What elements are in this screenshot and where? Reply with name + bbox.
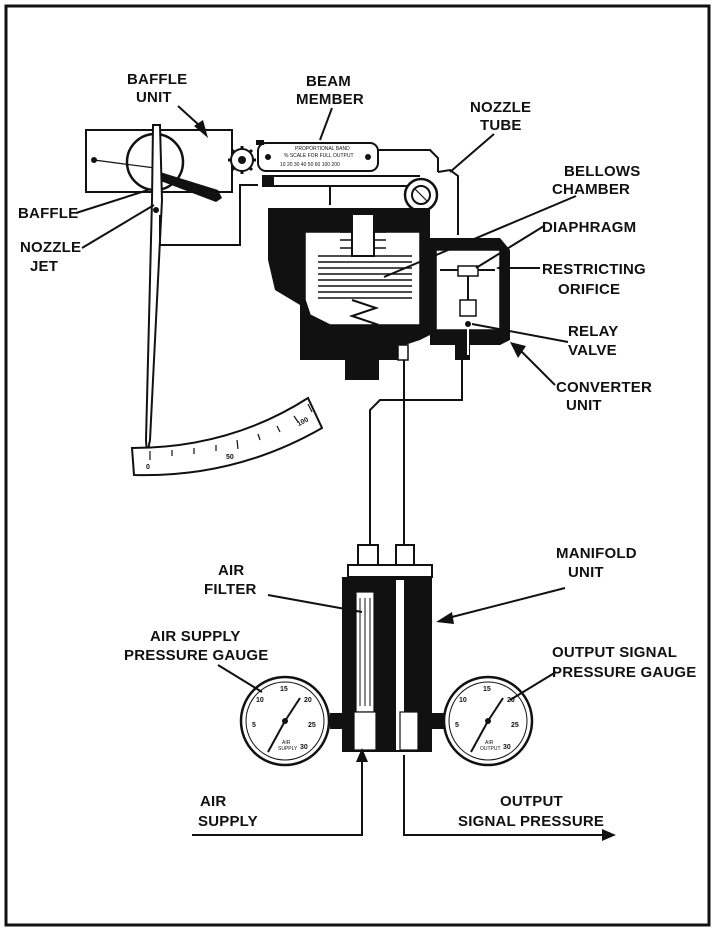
label-baffle-unit-1: BAFFLE xyxy=(127,71,187,88)
label-diaphragm: DIAPHRAGM xyxy=(542,219,636,236)
converter-unit xyxy=(430,238,510,360)
label-converter-unit-1: CONVERTER xyxy=(556,379,652,396)
nozzle-tube-line xyxy=(437,168,459,235)
output-signal-gauge: 5 10 15 20 25 30 AIR OUTPUT xyxy=(432,675,534,767)
label-baffle: BAFFLE xyxy=(18,205,78,222)
label-air-filter-1: AIR xyxy=(218,562,244,579)
label-beam-member-2: MEMBER xyxy=(296,91,364,108)
supply-tick-15: 15 xyxy=(280,686,288,693)
label-relay-valve-1: RELAY xyxy=(568,323,618,340)
supply-tick-20: 20 xyxy=(304,697,312,704)
label-nozzle-jet-1: NOZZLE xyxy=(20,239,81,256)
bellows-housing xyxy=(268,208,430,380)
output-face-line1: AIR xyxy=(485,740,494,746)
supply-face-line1: AIR xyxy=(282,740,291,746)
label-restricting-orifice-2: ORIFICE xyxy=(558,281,620,298)
leader-lines xyxy=(75,105,577,701)
beam-plate-scale: 10 20 30 40 50 60 100 200 xyxy=(280,162,340,168)
frame-border xyxy=(4,4,711,927)
output-face-line2: OUTPUT xyxy=(480,746,501,752)
beam-member: PROPORTIONAL BAND % SCALE FOR FULL OUTPU… xyxy=(256,140,439,213)
label-air-supply-2: SUPPLY xyxy=(198,813,258,830)
output-tick-30: 30 xyxy=(503,744,511,751)
output-signal-line xyxy=(403,755,605,836)
output-tick-10: 10 xyxy=(459,697,467,704)
label-relay-valve-2: VALVE xyxy=(568,342,617,359)
callout-labels: BAFFLE UNIT BEAM MEMBER NOZZLE TUBE BELL… xyxy=(18,71,697,830)
supply-tick-5: 5 xyxy=(252,722,256,729)
baffle-unit xyxy=(85,129,256,202)
baffle-feed-tube xyxy=(159,184,258,246)
manifold-unit xyxy=(342,544,433,752)
label-bellows-chamber-2: CHAMBER xyxy=(552,181,630,198)
label-manifold-unit-1: MANIFOLD xyxy=(556,545,637,562)
label-nozzle-jet-2: JET xyxy=(30,258,58,275)
supply-tick-10: 10 xyxy=(256,697,264,704)
supply-tick-30: 30 xyxy=(300,744,308,751)
label-output-signal-pressure-1: OUTPUT xyxy=(500,793,563,810)
label-beam-member-1: BEAM xyxy=(306,73,351,90)
label-baffle-unit-2: UNIT xyxy=(136,89,172,106)
output-port xyxy=(397,344,409,361)
label-nozzle-tube-1: NOZZLE xyxy=(470,99,531,116)
air-supply-gauge: 5 10 15 20 25 30 AIR SUPPLY xyxy=(239,675,344,767)
label-bellows-chamber-1: BELLOWS xyxy=(564,163,640,180)
label-air-filter-2: FILTER xyxy=(204,581,257,598)
air-supply-line xyxy=(192,760,363,836)
label-air-supply-1: AIR xyxy=(200,793,226,810)
label-converter-unit-2: UNIT xyxy=(566,397,602,414)
beam-plate-line1: PROPORTIONAL BAND xyxy=(295,146,350,152)
supply-line xyxy=(369,360,463,545)
label-air-supply-gauge-2: PRESSURE GAUGE xyxy=(124,647,269,664)
label-output-signal-pressure-2: SIGNAL PRESSURE xyxy=(458,813,604,830)
label-output-signal-gauge-2: PRESSURE GAUGE xyxy=(552,664,697,681)
beam-plate-line2: % SCALE FOR FULL OUTPUT xyxy=(284,153,354,159)
label-restricting-orifice-1: RESTRICTING xyxy=(542,261,646,278)
label-output-signal-gauge-1: OUTPUT SIGNAL xyxy=(552,644,677,661)
label-manifold-unit-2: UNIT xyxy=(568,564,604,581)
scale-mid: 50 xyxy=(226,454,234,461)
output-tick-5: 5 xyxy=(455,722,459,729)
scale-min: 0 xyxy=(146,464,150,471)
supply-tick-25: 25 xyxy=(308,722,316,729)
scale-max: 100 xyxy=(296,416,310,428)
supply-face-line2: SUPPLY xyxy=(278,746,298,752)
output-tick-25: 25 xyxy=(511,722,519,729)
label-air-supply-gauge-1: AIR SUPPLY xyxy=(150,628,241,645)
indicator-scale: 0 50 100 xyxy=(130,396,324,477)
output-tick-15: 15 xyxy=(483,686,491,693)
label-nozzle-tube-2: TUBE xyxy=(480,117,522,134)
